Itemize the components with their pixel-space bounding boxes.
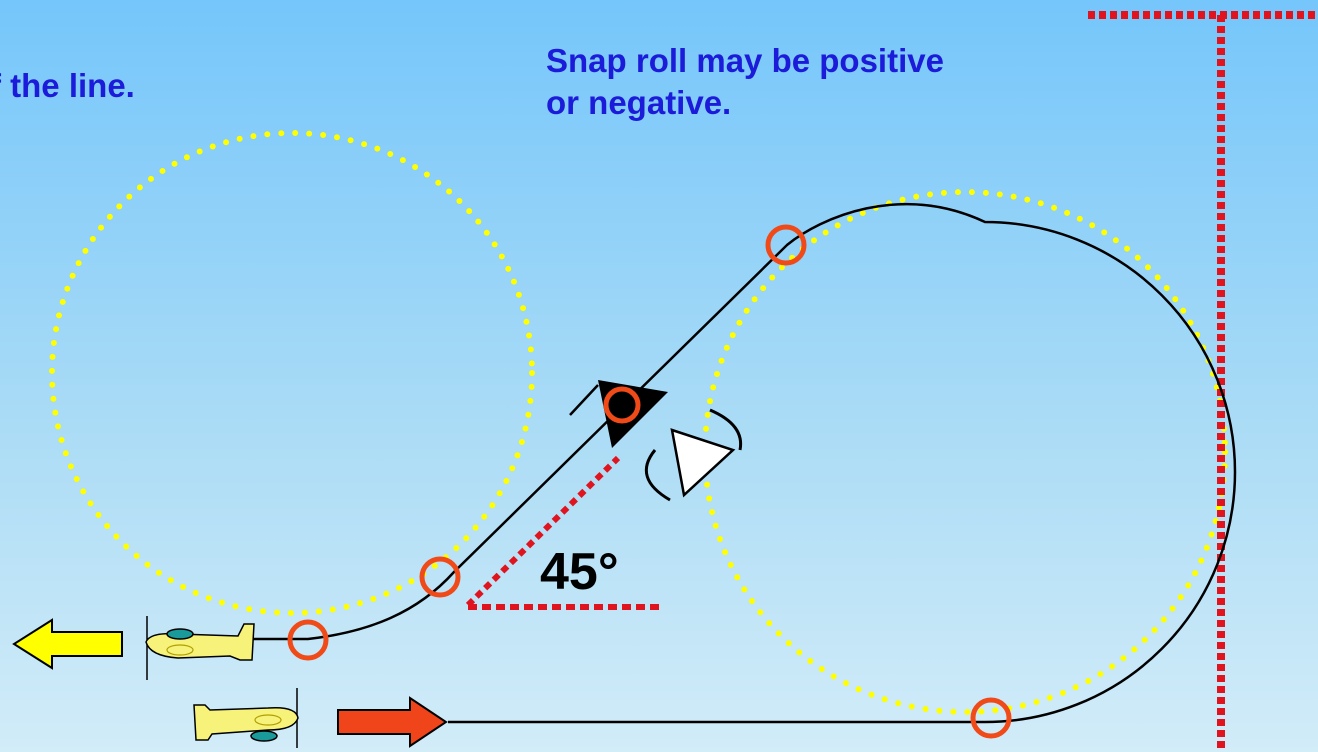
caption-right: Snap roll may be positive or negative. <box>546 40 944 124</box>
caption-left: f the line. <box>0 66 135 106</box>
right-loop-guide <box>702 189 1228 715</box>
angle-label: 45° <box>540 543 619 601</box>
marker-circle <box>287 619 329 661</box>
flight-path <box>252 202 1237 724</box>
roll-triangle-icon <box>644 408 743 502</box>
arrow-right-icon <box>337 696 448 748</box>
left-loop-guide <box>49 130 535 616</box>
caption-right-line2: or negative. <box>546 84 732 121</box>
arrow-left-icon <box>12 618 123 670</box>
marker-circle <box>765 224 807 266</box>
caption-right-line1: Snap roll may be positive <box>546 42 944 79</box>
marker-circle <box>419 556 461 598</box>
marker-circle <box>970 697 1012 739</box>
caption-left-text: f the line. <box>0 67 135 104</box>
airplane-right-icon <box>193 688 299 748</box>
snap-roll-triangle-icon <box>569 380 668 448</box>
airplane-left-icon <box>145 616 255 680</box>
